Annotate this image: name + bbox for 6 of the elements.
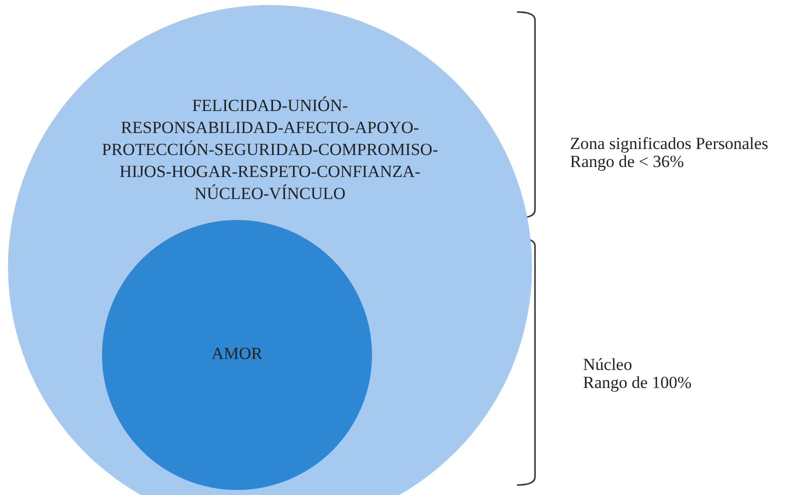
range-label: Rango de 100% <box>583 374 692 391</box>
range-label: Rango de < 36% <box>570 153 684 170</box>
range-label: Zona significados Personales <box>570 135 768 152</box>
circle-label: FELICIDAD-UNIÓN- RESPONSABILIDAD-AFECTO-APOYO- PROTECCIÓN-SEGURIDAD-COMPROMISO- HIJOS-HOGAR-RESPETO-CONFIANZA- NÚCLEO-VÍNCULO <box>100 95 440 205</box>
circle-label: AMOR <box>210 343 264 365</box>
range-label: Núcleo <box>583 356 632 373</box>
